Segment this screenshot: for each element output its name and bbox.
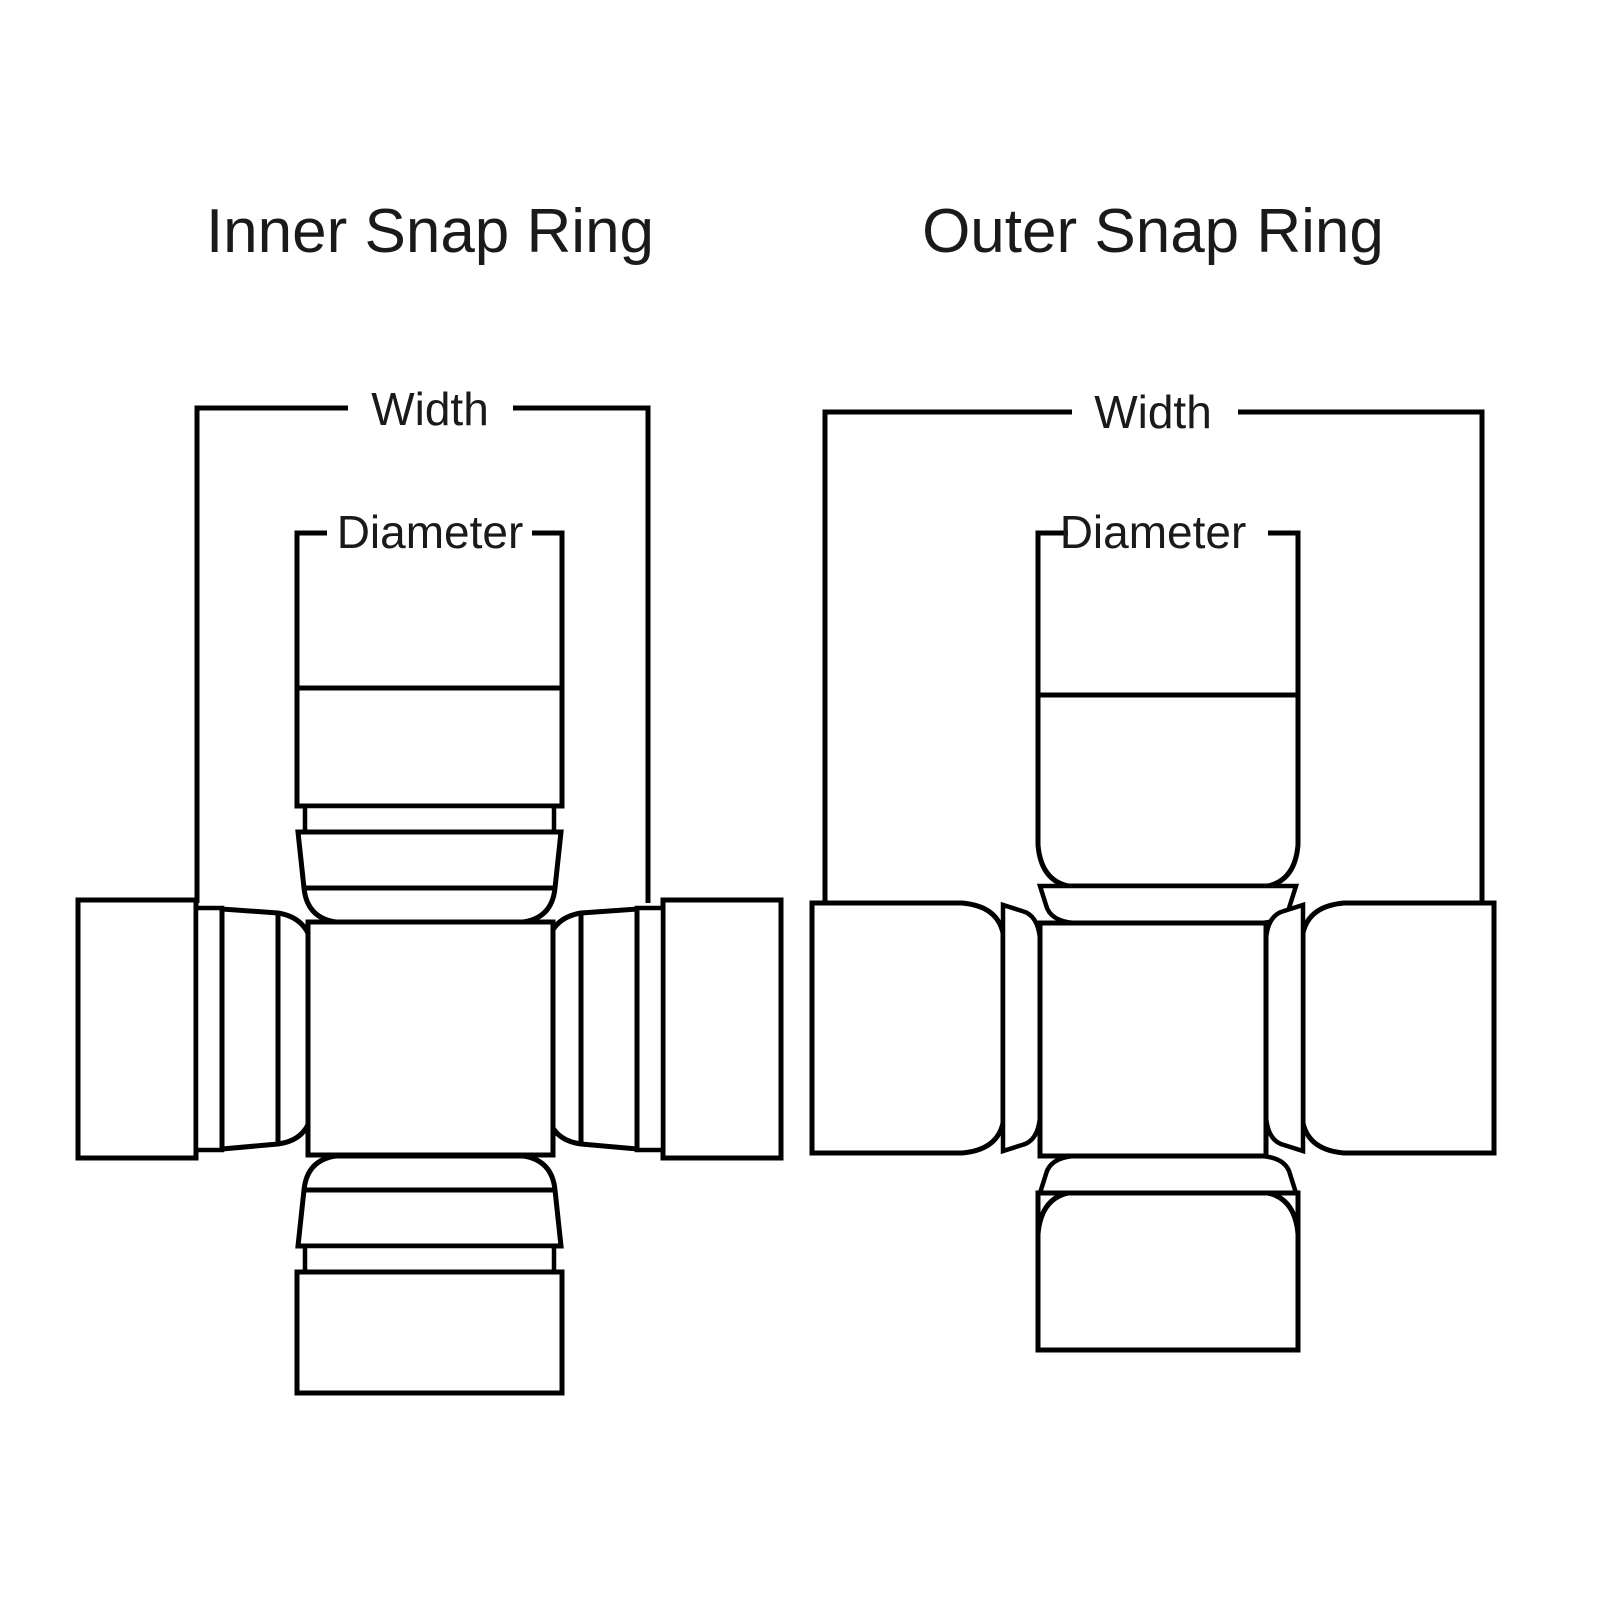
right-bearing-cap-inner: [544, 897, 784, 1161]
bottom-cap-band-outer: [1036, 1153, 1300, 1196]
diameter-dimension-outer: [1035, 530, 1301, 695]
width-label-inner: Width: [371, 383, 489, 435]
bottom-cap-body-outer-taper: [1035, 1190, 1301, 1353]
right-bearing-cap-outer: [1263, 900, 1497, 1156]
bottom-bearing-cap-outer: [1035, 1153, 1301, 1353]
panel-outer-snap-ring: [809, 409, 1497, 1353]
bottom-cap-skirt: [295, 1153, 564, 1249]
left-cap-body-outer: [809, 900, 1006, 1156]
top-bearing-cap-outer: [1035, 692, 1301, 926]
center-cross-body-outer: [1037, 920, 1269, 1159]
right-cap-body: [660, 897, 784, 1161]
right-cap-body-outer: [1300, 900, 1497, 1156]
bottom-cap-body: [294, 1269, 565, 1396]
top-cap-body-outer: [1035, 692, 1301, 889]
width-dimension-line-outer: [822, 409, 1485, 903]
panel-inner-snap-ring: [75, 405, 784, 1396]
width-dimension-outer: [822, 409, 1485, 903]
panel-title-inner: Inner Snap Ring: [206, 197, 654, 266]
right-cap-band-outer: [1263, 901, 1306, 1155]
left-cap-band-outer: [1000, 901, 1043, 1155]
bottom-bearing-cap-inner: [294, 1153, 565, 1396]
top-cap-band-outer: [1036, 883, 1300, 926]
right-snap-ring-groove: [634, 905, 666, 1153]
bottom-snap-ring-groove: [302, 1243, 557, 1275]
center-cross-body: [305, 919, 556, 1158]
left-cap-body: [75, 897, 199, 1161]
diameter-dimension-line-outer: [1035, 530, 1301, 695]
left-bearing-cap-outer: [809, 900, 1043, 1156]
width-dimension-inner: [194, 405, 651, 903]
left-snap-ring-groove: [193, 905, 225, 1153]
width-dimension-line: [194, 405, 651, 903]
diameter-label-inner: Diameter: [337, 506, 524, 558]
left-cap-skirt: [219, 906, 315, 1152]
left-bearing-cap-inner: [75, 897, 315, 1161]
top-bearing-cap-inner: [294, 685, 565, 925]
panel-title-outer: Outer Snap Ring: [922, 197, 1384, 266]
diameter-dimension-inner: [294, 530, 565, 690]
top-cap-body: [294, 685, 565, 809]
width-label-outer: Width: [1094, 386, 1212, 438]
diameter-dimension-line: [294, 530, 565, 690]
top-snap-ring-groove: [302, 803, 557, 835]
right-cap-skirt: [544, 906, 640, 1152]
top-cap-skirt: [295, 829, 564, 925]
diameter-label-outer: Diameter: [1060, 506, 1247, 558]
